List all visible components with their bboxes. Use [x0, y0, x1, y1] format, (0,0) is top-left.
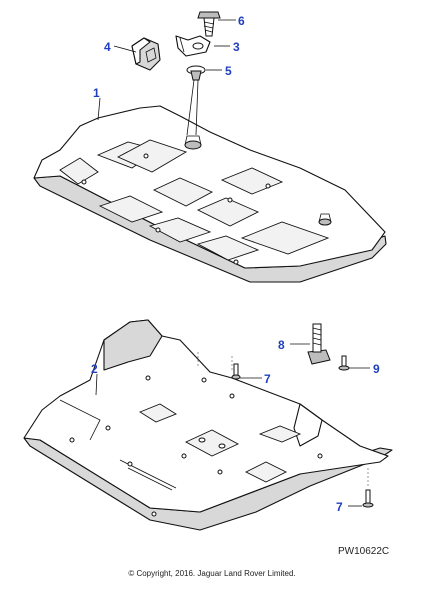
- callout-5: 5: [225, 64, 232, 78]
- callout-8: 8: [278, 338, 285, 352]
- fastener-part-5: [186, 65, 206, 136]
- callout-9: 9: [373, 362, 380, 376]
- callout-1: 1: [93, 86, 100, 100]
- callout-7-upper: 7: [264, 372, 271, 386]
- callout-6: 6: [238, 14, 245, 28]
- callout-7-lower: 7: [336, 500, 343, 514]
- callout-2: 2: [91, 362, 98, 376]
- stud-part-8: [307, 323, 331, 365]
- bracket-part-4: [131, 37, 161, 71]
- figure-reference: PW10622C: [338, 546, 390, 557]
- leader-lines: [95, 19, 370, 507]
- copyright-notice: © Copyright, 2016. Jaguar Land Rover Lim…: [128, 569, 296, 578]
- clip-part-3: [175, 35, 211, 57]
- callout-4: 4: [104, 40, 111, 54]
- callout-3: 3: [233, 40, 240, 54]
- bolt-part-7-upper: [231, 363, 241, 380]
- undertray-upper: [33, 105, 387, 283]
- undertray-lower: [23, 319, 393, 531]
- screw-part-6: [197, 11, 221, 37]
- bolt-part-9: [338, 355, 350, 371]
- bolt-part-7-lower: [362, 489, 374, 508]
